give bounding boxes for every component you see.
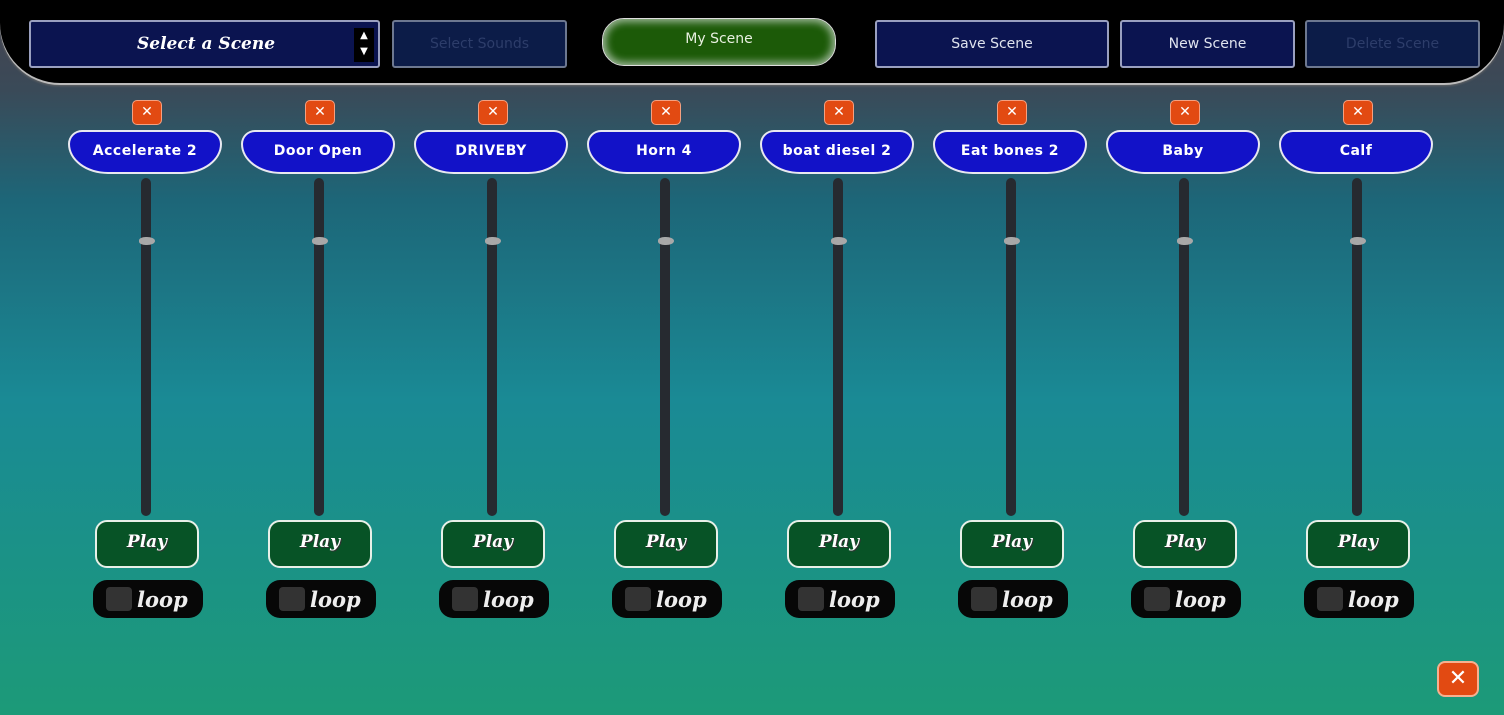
loop-checkbox[interactable] — [971, 587, 997, 611]
sound-channel: ✕ Eat bones 2 Play loop — [933, 100, 1089, 620]
volume-slider[interactable] — [1004, 178, 1020, 516]
loop-label: loop — [1002, 586, 1053, 612]
remove-sound-button[interactable]: ✕ — [305, 100, 335, 125]
volume-slider[interactable] — [1177, 178, 1193, 516]
scene-select-label: Select a Scene — [137, 34, 276, 54]
slider-thumb[interactable] — [1004, 237, 1020, 245]
remove-sound-button[interactable]: ✕ — [1343, 100, 1373, 125]
loop-checkbox[interactable] — [625, 587, 651, 611]
close-icon: ✕ — [314, 104, 326, 120]
loop-label: loop — [1348, 586, 1399, 612]
loop-label: loop — [656, 586, 707, 612]
slider-thumb[interactable] — [312, 237, 328, 245]
sound-channel: ✕ DRIVEBY Play loop — [414, 100, 570, 620]
close-icon: ✕ — [1179, 104, 1191, 120]
delete-scene-button[interactable]: Delete Scene — [1305, 20, 1480, 68]
close-icon: ✕ — [833, 104, 845, 120]
sound-name: Horn 4 — [587, 130, 741, 174]
close-all-button[interactable]: ✕ — [1437, 661, 1479, 697]
sound-name: DRIVEBY — [414, 130, 568, 174]
remove-sound-button[interactable]: ✕ — [651, 100, 681, 125]
loop-checkbox[interactable] — [1144, 587, 1170, 611]
loop-toggle[interactable]: loop — [93, 580, 203, 618]
sound-name: Baby — [1106, 130, 1260, 174]
play-button[interactable]: Play — [614, 520, 718, 568]
loop-toggle[interactable]: loop — [958, 580, 1068, 618]
close-icon: ✕ — [1006, 104, 1018, 120]
loop-toggle[interactable]: loop — [266, 580, 376, 618]
remove-sound-button[interactable]: ✕ — [1170, 100, 1200, 125]
remove-sound-button[interactable]: ✕ — [132, 100, 162, 125]
loop-label: loop — [1175, 586, 1226, 612]
sound-channel: ✕ Horn 4 Play loop — [587, 100, 743, 620]
volume-slider[interactable] — [658, 178, 674, 516]
loop-label: loop — [483, 586, 534, 612]
loop-label: loop — [829, 586, 880, 612]
play-button[interactable]: Play — [95, 520, 199, 568]
loop-toggle[interactable]: loop — [785, 580, 895, 618]
volume-slider[interactable] — [312, 178, 328, 516]
close-icon: ✕ — [141, 104, 153, 120]
close-icon: ✕ — [660, 104, 672, 120]
play-button[interactable]: Play — [441, 520, 545, 568]
sound-channel: ✕ Door Open Play loop — [241, 100, 397, 620]
sound-channel: ✕ boat diesel 2 Play loop — [760, 100, 916, 620]
save-scene-button[interactable]: Save Scene — [875, 20, 1109, 68]
slider-thumb[interactable] — [485, 237, 501, 245]
new-scene-button[interactable]: New Scene — [1120, 20, 1295, 68]
sound-channel: ✕ Baby Play loop — [1106, 100, 1262, 620]
slider-thumb[interactable] — [658, 237, 674, 245]
loop-toggle[interactable]: loop — [612, 580, 722, 618]
loop-checkbox[interactable] — [1317, 587, 1343, 611]
volume-slider[interactable] — [1350, 178, 1366, 516]
remove-sound-button[interactable]: ✕ — [478, 100, 508, 125]
close-icon: ✕ — [487, 104, 499, 120]
loop-checkbox[interactable] — [452, 587, 478, 611]
sound-name: Calf — [1279, 130, 1433, 174]
spinner-icon[interactable]: ▲▼ — [354, 28, 374, 62]
sound-name: boat diesel 2 — [760, 130, 914, 174]
current-scene-name[interactable]: My Scene — [602, 18, 836, 66]
sound-name: Eat bones 2 — [933, 130, 1087, 174]
loop-checkbox[interactable] — [279, 587, 305, 611]
sound-name: Door Open — [241, 130, 395, 174]
sound-channel: ✕ Accelerate 2 Play loop — [68, 100, 224, 620]
close-icon: ✕ — [1448, 666, 1468, 691]
play-button[interactable]: Play — [1306, 520, 1410, 568]
loop-toggle[interactable]: loop — [1131, 580, 1241, 618]
play-button[interactable]: Play — [787, 520, 891, 568]
loop-label: loop — [137, 586, 188, 612]
volume-slider[interactable] — [831, 178, 847, 516]
loop-label: loop — [310, 586, 361, 612]
loop-toggle[interactable]: loop — [439, 580, 549, 618]
loop-checkbox[interactable] — [106, 587, 132, 611]
volume-slider[interactable] — [139, 178, 155, 516]
volume-slider[interactable] — [485, 178, 501, 516]
remove-sound-button[interactable]: ✕ — [997, 100, 1027, 125]
scene-select[interactable]: Select a Scene ▲▼ — [29, 20, 380, 68]
slider-thumb[interactable] — [1177, 237, 1193, 245]
select-sounds-button[interactable]: Select Sounds — [392, 20, 567, 68]
slider-thumb[interactable] — [1350, 237, 1366, 245]
remove-sound-button[interactable]: ✕ — [824, 100, 854, 125]
sound-name: Accelerate 2 — [68, 130, 222, 174]
loop-toggle[interactable]: loop — [1304, 580, 1414, 618]
sound-channel: ✕ Calf Play loop — [1279, 100, 1435, 620]
close-icon: ✕ — [1352, 104, 1364, 120]
play-button[interactable]: Play — [960, 520, 1064, 568]
slider-thumb[interactable] — [139, 237, 155, 245]
loop-checkbox[interactable] — [798, 587, 824, 611]
slider-thumb[interactable] — [831, 237, 847, 245]
play-button[interactable]: Play — [268, 520, 372, 568]
play-button[interactable]: Play — [1133, 520, 1237, 568]
